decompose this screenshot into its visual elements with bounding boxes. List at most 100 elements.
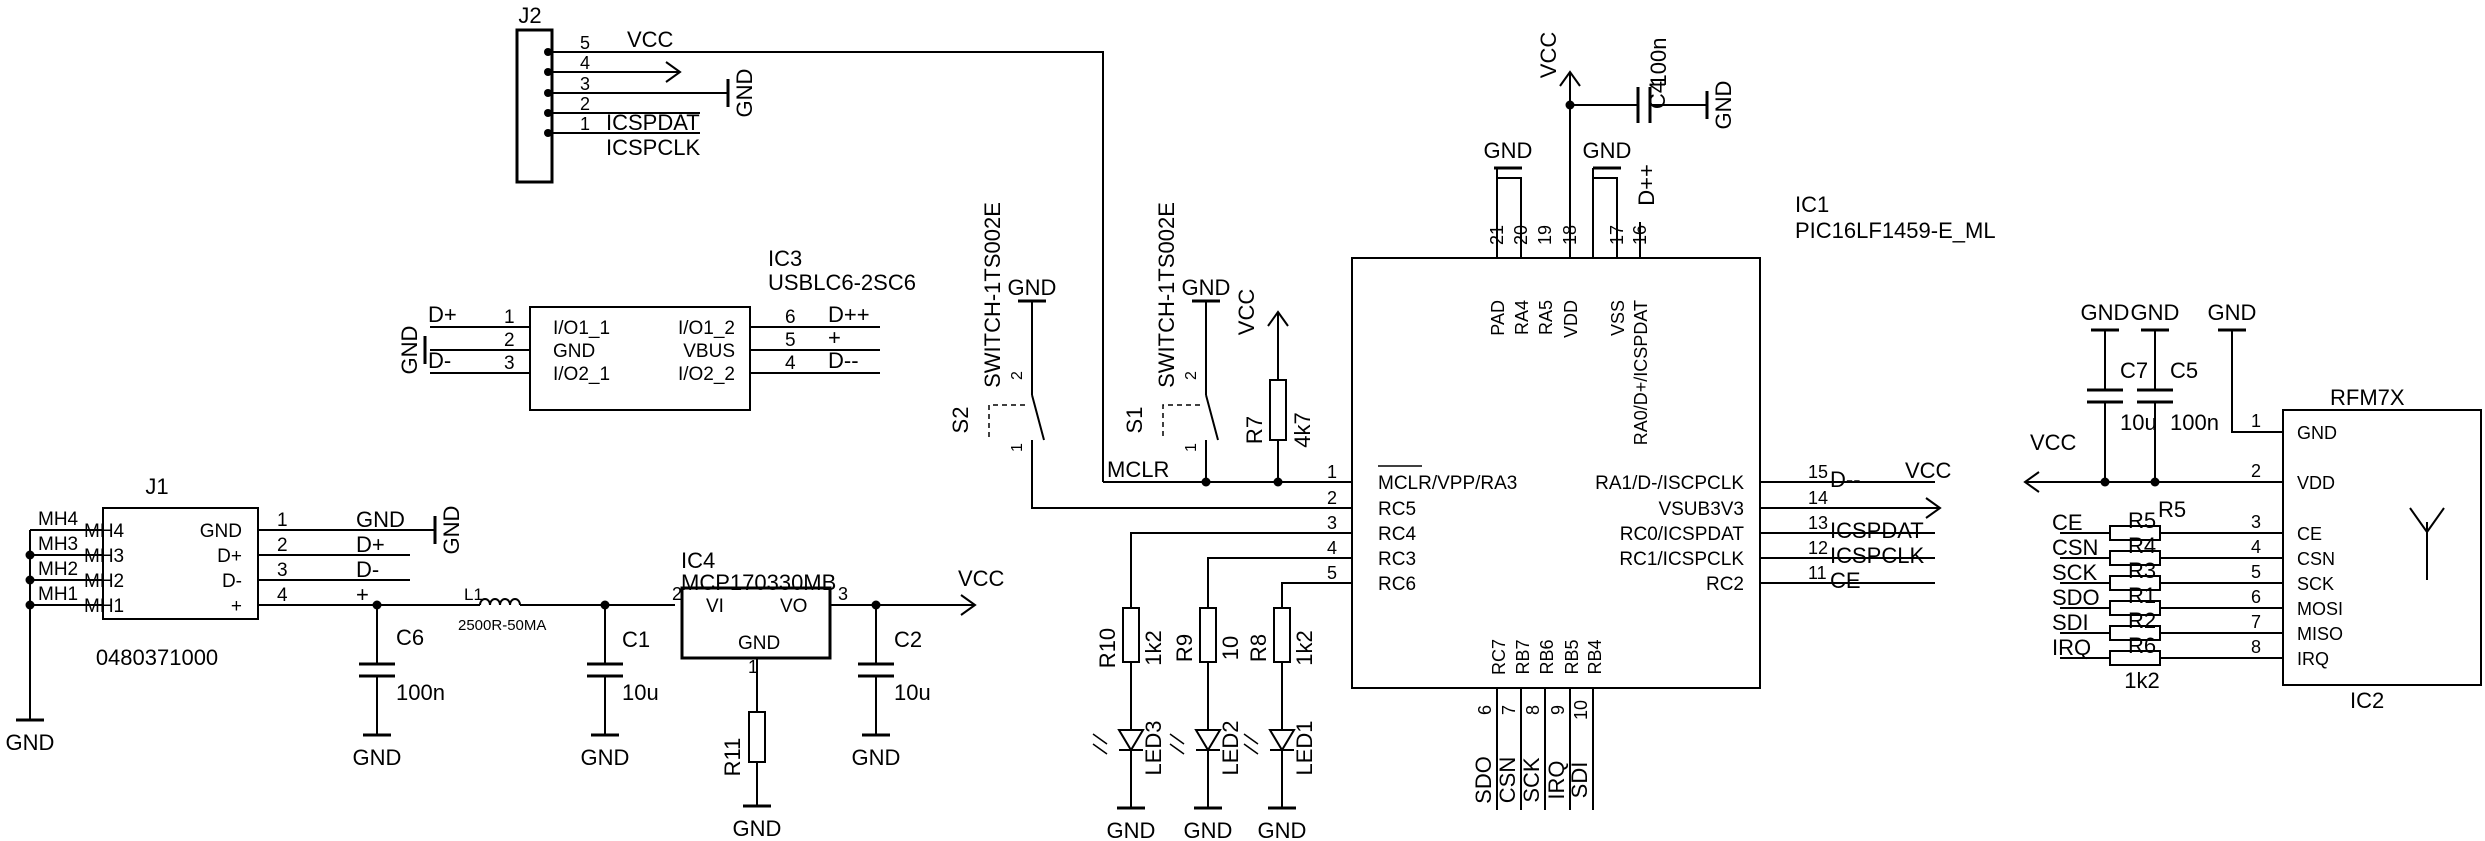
j2-vcc-arrow	[665, 61, 682, 83]
ic3-name: IC3	[768, 246, 802, 271]
capacitor-c6	[359, 662, 395, 678]
led-name: LED1	[1292, 720, 1317, 775]
junction-dot	[2100, 477, 2110, 487]
ic1-pin-name: RC3	[1378, 549, 1416, 570]
rfm-pin-name: MOSI	[2297, 599, 2343, 619]
ic1-dpp-label: D++	[1634, 164, 1659, 206]
c2-value: 10u	[894, 680, 931, 705]
j1-pin-number: 1	[277, 510, 288, 531]
rfm-series-resistor	[2109, 525, 2161, 541]
c2-ground: GND	[852, 733, 900, 770]
c7-name: C7	[2120, 358, 2148, 383]
c4-value: 100n	[1646, 38, 1671, 87]
j1-mh-name: MH1	[84, 596, 124, 617]
ground-label: GND	[1107, 818, 1156, 841]
rfm-pin-name: VDD	[2297, 473, 2335, 493]
rfm-pin-number: 8	[2251, 637, 2261, 657]
j1-pin-number: 3	[277, 560, 288, 581]
r7-body	[1269, 379, 1287, 441]
led-feed-wire	[1207, 557, 1352, 608]
j1-mh-name: MH2	[84, 571, 124, 592]
ic1-pin-name: RB6	[1537, 639, 1557, 674]
ic3-net-label: +	[828, 325, 841, 350]
ic1-net-label: CE	[1830, 568, 1861, 593]
s1-pin-number: 1	[1183, 443, 1200, 452]
j1-mh-net: MH2	[38, 559, 78, 580]
capacitor-c5	[2137, 388, 2173, 404]
antenna-arm	[2409, 507, 2428, 533]
ic3-pin-name: I/O2_2	[678, 364, 735, 385]
ic1-pin-name: RA4	[1512, 300, 1532, 335]
ic1-name: IC1	[1795, 192, 1829, 217]
led-resistor-body	[1199, 607, 1217, 663]
ic1-pin-number: 12	[1808, 538, 1828, 558]
ground-label: GND	[581, 745, 630, 770]
ic3-pin-number: 3	[504, 353, 515, 374]
ic1-pin-number: 14	[1808, 488, 1828, 508]
led-resistor-body	[1122, 607, 1140, 663]
rfm-pin-name: MISO	[2297, 624, 2343, 644]
led-light-ray	[1169, 733, 1185, 745]
rfm-ground: GND	[2208, 300, 2257, 332]
ic1-net-label: ICSPDAT	[1830, 518, 1924, 543]
rfm-pin-number: 2	[2251, 461, 2261, 481]
rfm-pin-name: IRQ	[2297, 649, 2329, 669]
junction-dot	[2150, 477, 2160, 487]
ground-label: GND	[1711, 81, 1736, 130]
rfm-resistor-name: R3	[2128, 558, 2156, 583]
ic3-pin-name: I/O1_2	[678, 318, 735, 339]
r7-vcc-label: VCC	[1234, 289, 1259, 336]
ic1-pin-number: 2	[1327, 488, 1337, 508]
ic1-net-label: D--	[1830, 467, 1861, 492]
s1-name: S1	[1122, 407, 1147, 434]
j2-pin-number: 4	[580, 53, 590, 73]
rfm-resistor-name: R6	[2128, 633, 2156, 658]
ic3-usblc6: IC3USBLC6-2SC61I/O1_1D+2GND3I/O2_1D-GND6…	[397, 246, 916, 411]
ic3-net-label: D--	[828, 348, 859, 373]
rfm-net-label: CSN	[2052, 535, 2098, 560]
s1-actuator	[1162, 404, 1200, 437]
ic1-vcc-label: VCC	[1536, 32, 1561, 79]
power-section: L12500R-50MAC6100nGNDC110uGNDIC4MCP17033…	[258, 529, 1005, 841]
ic1-pin-name: MCLR/VPP/RA3	[1378, 473, 1517, 494]
ic1-ground-left: GND	[1484, 138, 1533, 170]
j2-vcc-label: VCC	[627, 27, 674, 52]
ic1-pin-name: RA1/D-/ISCPCLK	[1595, 473, 1744, 494]
vcc-arrow-out	[960, 594, 977, 616]
s2-to-rc5	[1031, 440, 1352, 509]
s2-pin-number: 1	[1009, 443, 1026, 452]
ic1-pin-name: RC1/ICSPCLK	[1619, 549, 1744, 570]
ic1-pin-number: 4	[1327, 538, 1337, 558]
ground-label: GND	[2208, 300, 2257, 325]
ic1-pin-name: RC5	[1378, 499, 1416, 520]
ic1-pin-name: RC4	[1378, 524, 1416, 545]
rfm-vcc-arrow	[2023, 471, 2040, 493]
ic4-pin-number: 1	[748, 657, 758, 677]
ic1-pin-number: 6	[1475, 705, 1495, 715]
rfm-series-resistor	[2109, 550, 2161, 566]
ground-label: GND	[353, 745, 402, 770]
led-light-ray	[1243, 743, 1259, 755]
s1-ground-label: GND	[1182, 275, 1231, 300]
j1-name: J1	[145, 474, 168, 499]
ground-label: GND	[397, 326, 422, 375]
led-triangle	[1268, 729, 1296, 752]
ic1-pin-number: 3	[1327, 513, 1337, 533]
r11-ground: GND	[733, 804, 781, 841]
j1-ground: GND	[6, 718, 54, 755]
led-feed-wire	[1281, 582, 1352, 608]
ic1-pin-name: VSS	[1608, 300, 1628, 336]
led-resistor-name: R10	[1095, 628, 1120, 668]
j1-mh-name: MH4	[84, 521, 125, 542]
j1-pin-name: D-	[222, 571, 242, 592]
ic1-pin-number: 5	[1327, 563, 1337, 583]
ground-label: GND	[1484, 138, 1533, 163]
rfm-pin-name: CE	[2297, 524, 2322, 544]
ic3-pin-name: VBUS	[683, 341, 735, 362]
l1-value: 2500R-50MA	[458, 617, 546, 634]
